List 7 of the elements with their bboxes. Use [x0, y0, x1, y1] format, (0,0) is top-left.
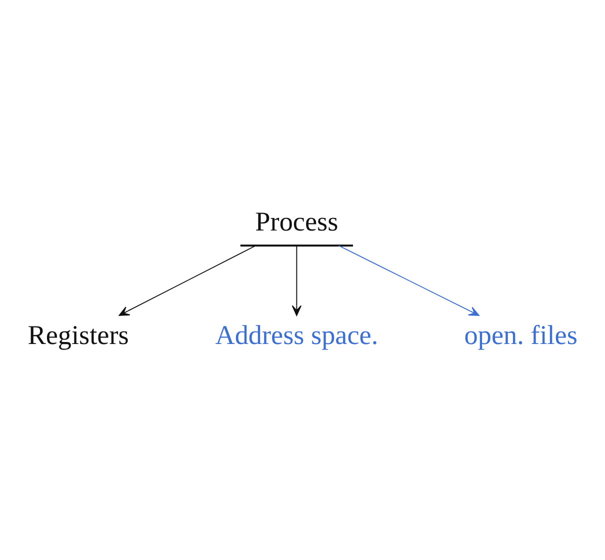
- arrow: [118, 244, 256, 316]
- node-text: open. files: [464, 319, 578, 350]
- arrow: [338, 244, 480, 316]
- node-text: Address space.: [215, 319, 378, 350]
- node-text: Process: [255, 206, 338, 236]
- node-text: Registers: [28, 319, 129, 350]
- arrow: [292, 244, 302, 316]
